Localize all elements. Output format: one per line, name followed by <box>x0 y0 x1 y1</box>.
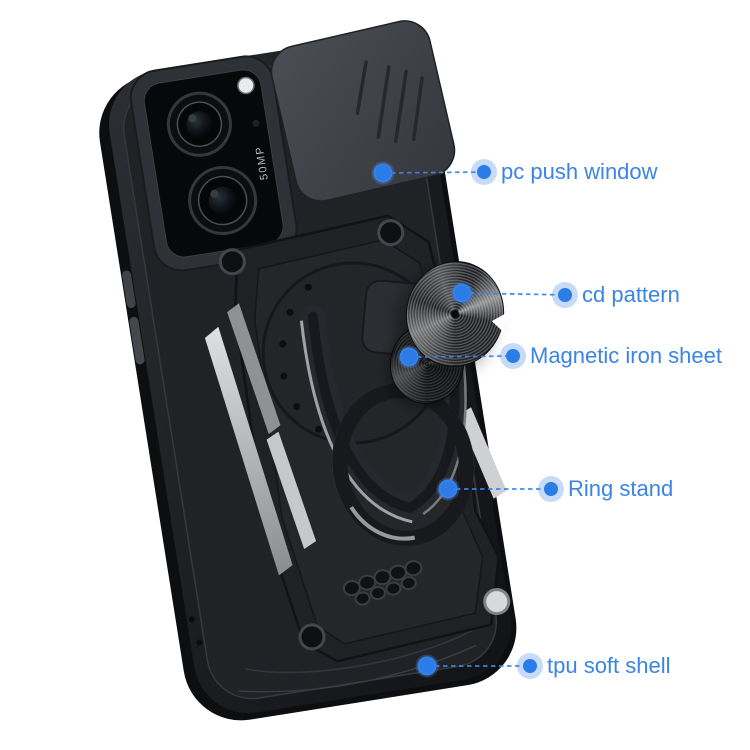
side-button-power <box>129 316 145 365</box>
camera-flash <box>237 76 255 95</box>
slide-cover <box>270 20 456 202</box>
ring-silver-glint <box>349 506 416 541</box>
screw-hole <box>218 248 246 276</box>
label-dot <box>523 659 537 673</box>
port-hole <box>188 616 195 623</box>
silver-stripe <box>204 326 293 576</box>
cover-grip-lines <box>355 60 424 144</box>
silver-stripe <box>458 407 507 499</box>
bottom-lip-seam <box>244 623 484 674</box>
case-body: 50MP <box>99 36 517 721</box>
side-button-volume <box>122 270 136 309</box>
bottom-lip-edge <box>238 644 477 693</box>
camera-module: 50MP <box>129 55 298 272</box>
camera-sensor-dot <box>252 119 260 127</box>
label-dot <box>506 349 520 363</box>
camera-megapixel-badge: 50MP <box>254 145 271 181</box>
annotation-label: tpu soft shell <box>547 653 671 678</box>
label-dot <box>558 288 572 302</box>
annotation-cd-pattern: cd pattern <box>558 281 680 309</box>
screw-hole-metal <box>483 588 511 616</box>
label-dot <box>544 482 558 496</box>
annotation-label: Magnetic iron sheet <box>530 343 722 368</box>
screw-hole <box>377 219 405 247</box>
base-rivets <box>279 283 350 443</box>
finger-ring <box>331 383 475 546</box>
screw-hole <box>298 623 326 651</box>
camera-lens-top <box>166 91 232 157</box>
annotation-tpu-soft-shell: tpu soft shell <box>523 652 671 680</box>
push-window-cover <box>270 20 456 202</box>
annotation-magnetic-iron-sheet: Magnetic iron sheet <box>506 342 722 370</box>
annotation-label: Ring stand <box>568 476 674 501</box>
silver-stripe <box>266 431 317 550</box>
annotation-push-window: pc push window <box>477 158 658 186</box>
annotation-ring-stand: Ring stand <box>544 475 673 503</box>
annotation-label: cd pattern <box>582 282 680 307</box>
port-hole <box>196 639 203 646</box>
silver-stripe <box>227 303 281 435</box>
label-dot <box>477 165 491 179</box>
honeycomb-vent <box>342 560 423 606</box>
annotation-label: pc push window <box>501 159 658 184</box>
camera-lens-main <box>188 166 258 236</box>
